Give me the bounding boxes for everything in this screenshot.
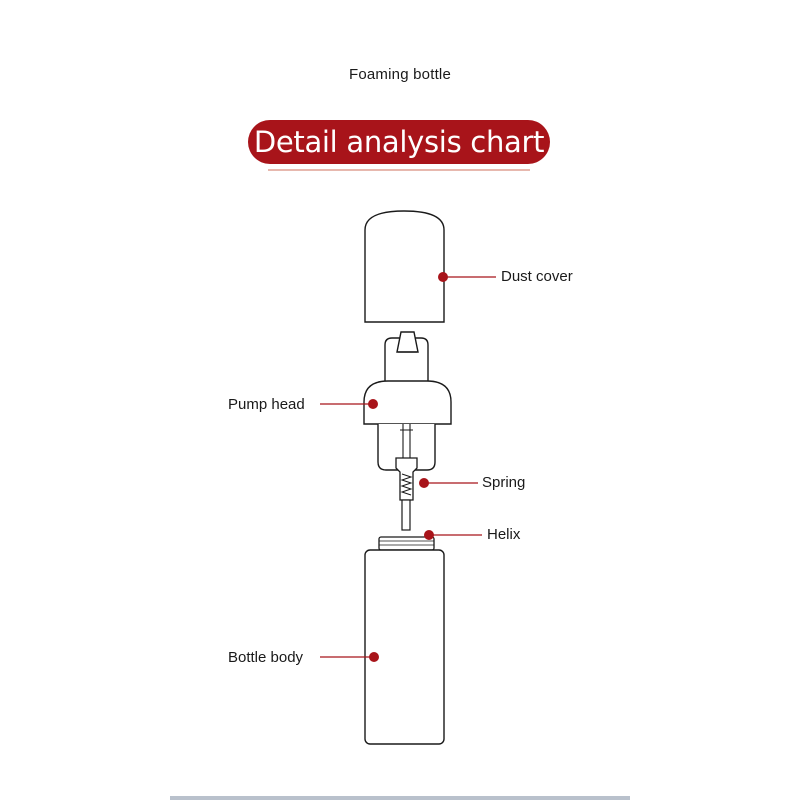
helix-thread-shape: [378, 536, 435, 551]
pump-head-leader: [320, 399, 378, 409]
diagram-subtitle: Foaming bottle: [348, 66, 452, 83]
dust-cover-leader: [438, 272, 496, 282]
dust-cover-shape: [364, 210, 445, 323]
label-dust-cover: Dust cover: [501, 268, 573, 285]
label-helix: Helix: [487, 526, 521, 543]
footer-divider: [170, 796, 630, 800]
bottle-body-shape: [364, 549, 445, 745]
pump-head-shape: [363, 380, 452, 425]
pump-nozzle-tip: [396, 331, 419, 353]
helix-leader: [424, 530, 482, 540]
label-bottle-body: Bottle body: [228, 649, 304, 666]
label-spring: Spring: [482, 474, 526, 491]
label-pump-head: Pump head: [228, 396, 305, 413]
spring-coil-shape: [400, 473, 413, 496]
banner-underline: [268, 169, 530, 171]
title-banner: Detail analysis chart: [248, 120, 550, 164]
bottle-body-leader: [320, 652, 379, 662]
spring-leader: [419, 478, 478, 488]
